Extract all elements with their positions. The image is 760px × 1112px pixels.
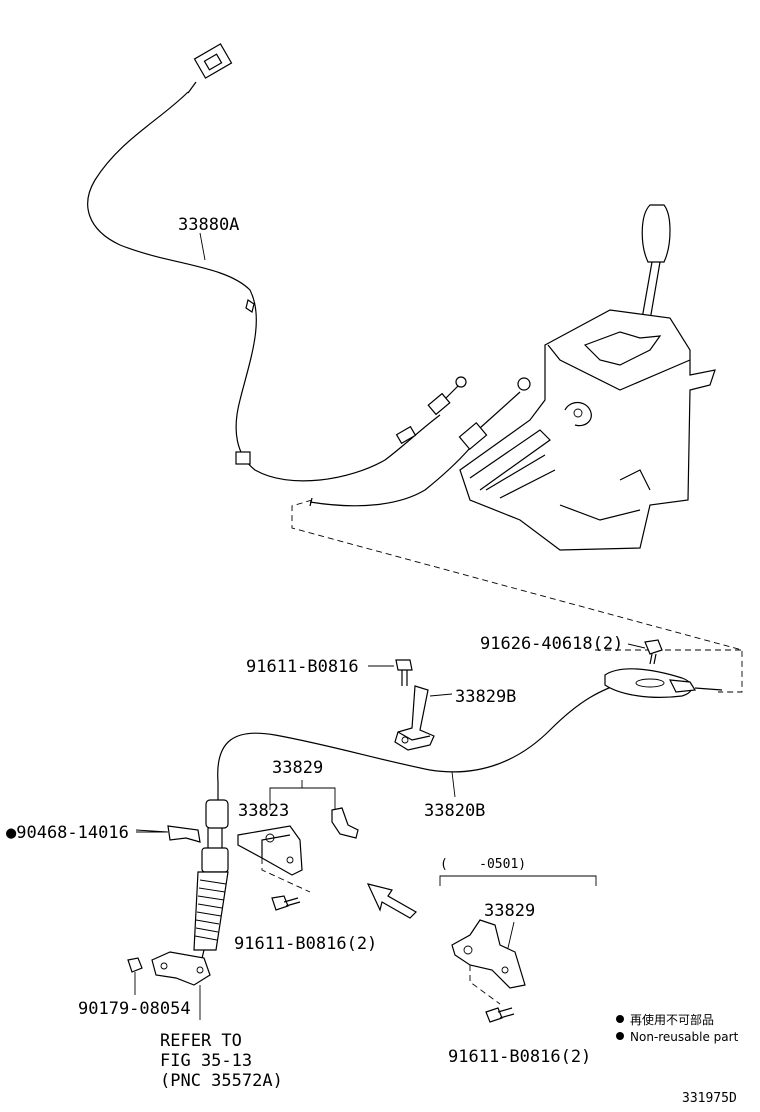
bolt-alt-icon <box>485 1007 515 1023</box>
bracket-group-leader <box>269 787 336 810</box>
legend-item-2: Non-reusable part <box>630 1030 739 1044</box>
bracket-33823-icon <box>237 825 311 893</box>
label-cable-upper: 33880A <box>178 215 239 235</box>
period-bracket-line <box>439 875 597 886</box>
upper-cable-end-clip <box>235 451 251 465</box>
label-clip: ●90468-14016 <box>6 823 129 843</box>
label-cable-lower: 33820B <box>424 801 485 821</box>
label-refer-line3: (PNC 35572A) <box>160 1071 283 1091</box>
label-nut: 90179-08054 <box>78 999 191 1019</box>
lower-cable-rear-fitting <box>604 668 723 698</box>
cable-adjuster-upper <box>395 376 467 445</box>
label-bolt-flange: 91626-40618(2) <box>480 634 623 654</box>
bracket-33829b-icon <box>394 685 435 751</box>
legend-bullet-1 <box>616 1015 624 1023</box>
shift-cable-upper-run <box>309 447 471 507</box>
bolt-bracket-icon <box>395 659 413 686</box>
upper-cable-line <box>87 91 441 482</box>
lower-cable-line <box>217 679 631 783</box>
legend-bullet-2 <box>616 1032 624 1040</box>
label-bracket-b: 33829B <box>455 687 516 707</box>
bracket-clip-small-icon <box>331 807 359 839</box>
lower-cable-front-fitting <box>193 799 229 976</box>
bolt-lower-icon <box>271 895 301 911</box>
label-bracket-alt: 33829 <box>484 901 535 921</box>
bracket-alt-icon <box>451 919 526 1005</box>
flange-bolt-icon <box>644 639 663 665</box>
label-bolt-lower: 91611-B0816(2) <box>234 934 377 954</box>
clip-icon <box>135 825 201 843</box>
label-refer-line1: REFER TO <box>160 1031 242 1051</box>
shift-lever-assembly <box>459 204 716 551</box>
view-direction-arrow <box>366 883 417 919</box>
nut-icon <box>127 957 143 995</box>
lower-bracket-icon <box>151 951 211 1020</box>
label-bracket-group: 33829 <box>272 758 323 778</box>
legend-item-1: 再使用不可部品 <box>630 1012 714 1027</box>
label-bolt-bracket: 91611-B0816 <box>246 657 359 677</box>
label-refer-line2: FIG 35-13 <box>160 1051 252 1071</box>
shift-cable-end <box>458 377 531 451</box>
label-bolt-alt: 91611-B0816(2) <box>448 1047 591 1067</box>
reference-dash-line <box>291 499 743 693</box>
upper-cable-connector <box>187 43 233 94</box>
figure-id: 331975D <box>682 1091 737 1106</box>
label-period: ( -0501) <box>440 857 526 872</box>
label-bracket-33823: 33823 <box>238 801 289 821</box>
